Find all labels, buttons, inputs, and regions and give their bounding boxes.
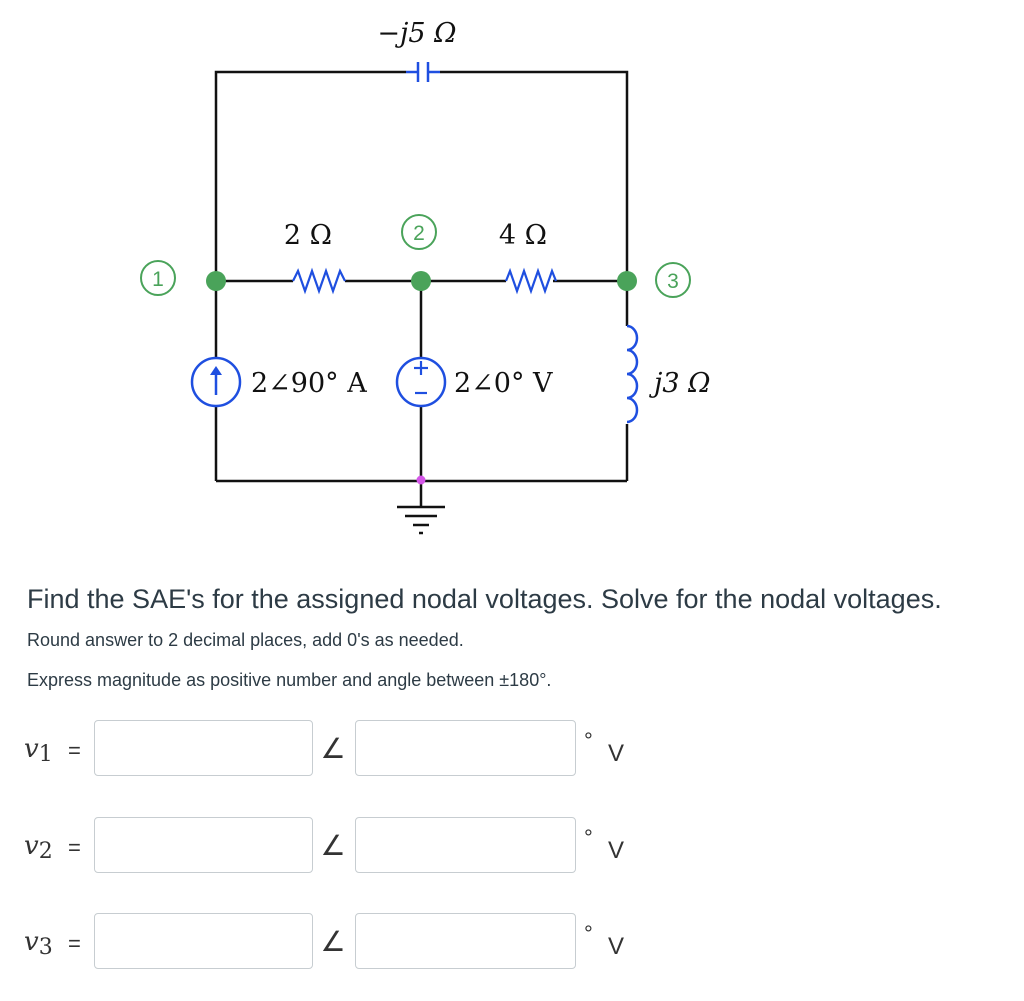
variable-name: v [24,831,39,861]
circuit-wires [214,70,629,506]
answer-row-v3: v3 = ∠ ° V [0,911,700,971]
node-2-dot [411,271,431,291]
resistor-4-ohm-label: 4 Ω [499,220,547,251]
inductor-label: j3 Ω [649,368,711,399]
node-2-label: 2 [413,222,425,245]
equals-sign: = [68,931,81,956]
variable-subscript: 2 [38,839,53,864]
answer-row-v2: v2 = ∠ ° V [0,815,700,875]
node-3-label-circle [655,262,691,298]
variable-name: v [24,734,39,764]
node-3-dot [617,271,637,291]
variable-v1: v1 [24,734,53,767]
answer-row-v1: v1 = ∠ ° V [0,718,700,778]
degree-symbol: ° [584,921,593,946]
ground-symbol [397,505,445,535]
variable-v3: v3 [24,927,53,960]
current-source-label: 2∠90° A [251,368,367,399]
equals-sign: = [68,738,81,763]
inductor-symbol [626,324,639,424]
degree-symbol: ° [584,728,593,753]
resistor-4-ohm [504,267,558,295]
node-1-label-circle [140,260,176,296]
degree-symbol: ° [584,825,593,850]
variable-name: v [24,927,39,957]
voltage-source-label: 2∠0° V [454,368,553,399]
variable-v2: v2 [24,831,53,864]
ground-node-dot [416,475,426,485]
angle-icon: ∠ [320,830,346,861]
v2-magnitude-input[interactable] [94,817,313,873]
voltage-source [395,356,447,408]
volt-unit: V [608,837,625,864]
v3-angle-input[interactable] [355,913,576,969]
v2-angle-input[interactable] [355,817,576,873]
resistor-2-ohm [292,267,346,295]
angle-note: Express magnitude as positive number and… [27,670,552,690]
current-source [190,356,242,408]
question-title: Find the SAE's for the assigned nodal vo… [27,584,942,614]
volt-unit: V [608,740,625,767]
variable-subscript: 3 [38,935,53,960]
v1-magnitude-input[interactable] [94,720,313,776]
angle-icon: ∠ [320,926,346,957]
node-1-dot [206,271,226,291]
rounding-note: Round answer to 2 decimal places, add 0'… [27,630,464,650]
resistor-2-ohm-label: 2 Ω [284,220,332,251]
volt-unit: V [608,933,625,960]
angle-icon: ∠ [320,733,346,764]
capacitor-symbol [406,62,440,82]
v1-angle-input[interactable] [355,720,576,776]
v3-magnitude-input[interactable] [94,913,313,969]
equals-sign: = [68,835,81,860]
capacitor-label: −j5 Ω [377,18,456,49]
circuit-diagram: 1 2 3 −j5 Ω 2 Ω 4 Ω 2∠90° A 2∠0° V j3 Ω [140,18,711,535]
variable-subscript: 1 [38,742,53,767]
node-2-label-circle [401,214,437,250]
node-1-label: 1 [152,268,164,291]
node-3-label: 3 [667,270,679,293]
